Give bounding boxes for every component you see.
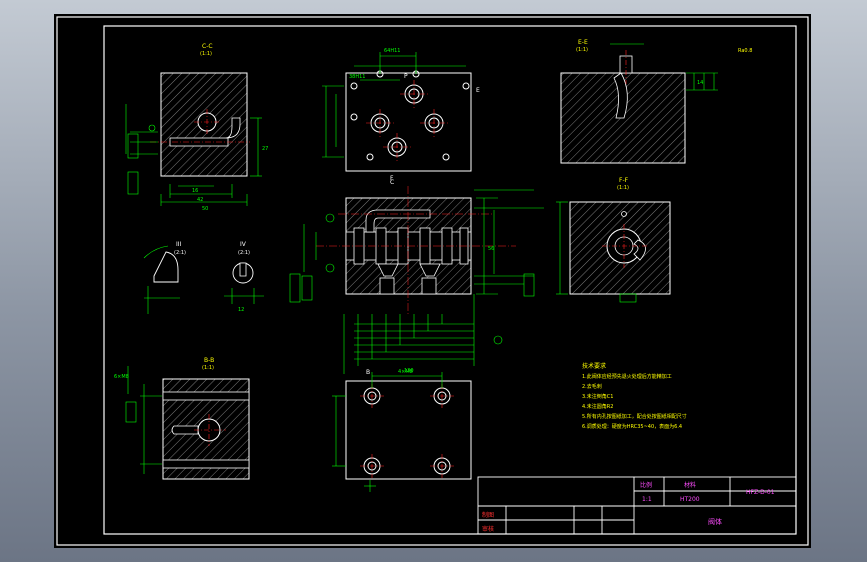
bottom-dim-4xm8: 4×M8: [398, 369, 413, 375]
front-label-f: F: [390, 175, 394, 182]
tb-drawn-label: 制图: [482, 511, 494, 519]
detail-view-iv[interactable]: IV (2:1) 12: [224, 241, 264, 313]
detail-iv-dim-12: 12: [238, 307, 244, 313]
notes-line-1: 1.此阀体应经预先退火处理后方能精加工: [582, 373, 672, 380]
detail-iii-profile: [153, 251, 179, 283]
ff-dimensions: [556, 201, 637, 303]
front-dim-56: 56: [488, 246, 494, 252]
notes-line-6: 6.调质处理：硬度为HRC35~40，表面为6.4: [582, 423, 682, 430]
technical-notes: 技术要求 1.此阀体应经预先退火处理后方能精加工 2.去毛刺 3.未注倒角C1 …: [582, 362, 687, 430]
section-view-ee[interactable]: E-E (1:1) Ra0.8 14: [560, 39, 752, 164]
view-cc-title: C-C: [202, 43, 213, 50]
title-block-grid: [477, 476, 797, 535]
title-block[interactable]: 比例 1:1 材料 HT200 HFZ-D-01 阀体 制图 审核: [477, 476, 797, 535]
top-view-body: [345, 72, 472, 172]
bb-side-slot: [171, 425, 199, 435]
section-view-cc[interactable]: C-C (1:1): [125, 43, 268, 212]
notes-line-2: 2.去毛刺: [582, 383, 602, 390]
section-view-ff[interactable]: F-F (1:1): [556, 177, 671, 303]
tb-drawing-no: HFZ-D-01: [746, 489, 775, 496]
tb-scale-label: 比例: [640, 481, 652, 489]
bottom-label-b: B: [366, 369, 370, 376]
cc-dim-50: 50: [202, 206, 208, 212]
detail-iii-title: III: [176, 241, 182, 248]
front-upper-channel: [365, 209, 431, 233]
inner-frame: [103, 25, 797, 535]
ee-dim-ra: Ra0.8: [738, 48, 752, 54]
detail-iv-title: IV: [240, 241, 247, 248]
top-label-e: E: [476, 87, 480, 94]
bb-dim-6xm8: 6×M8: [114, 374, 129, 380]
tb-part-name: 阀体: [708, 517, 722, 526]
bottom-view[interactable]: B: [332, 369, 472, 492]
top-dim-38h: 38H11: [349, 74, 365, 80]
ee-dim-14: 14: [697, 80, 703, 86]
bottom-view-body: [345, 380, 472, 480]
view-ff-scale: (1:1): [617, 185, 629, 191]
top-dim-64h: 64H11: [384, 48, 400, 54]
tb-scale-value: 1:1: [642, 496, 652, 503]
tb-material-label: 材料: [684, 481, 696, 489]
bottom-dimensions: [332, 372, 443, 492]
top-view-ports: [350, 70, 470, 161]
notes-line-4: 4.未注圆角R2: [582, 403, 613, 410]
front-lower-ports: [377, 263, 441, 295]
bottom-view-holes: [363, 387, 451, 475]
bb-top-channel: [162, 391, 250, 401]
detail-iv-scale: (2:1): [238, 250, 250, 256]
view-ee-scale: (1:1): [576, 47, 588, 53]
view-bb-title: B-B: [204, 357, 214, 364]
front-section-view[interactable]: F: [289, 175, 544, 374]
drawing-canvas[interactable]: C-C (1:1): [54, 14, 811, 548]
front-dim-130: 130: [404, 368, 414, 374]
detail-iv-dims: [224, 288, 264, 304]
top-label-p: P: [404, 73, 408, 80]
bb-dimensions: [125, 366, 162, 474]
view-bb-scale: (1:1): [202, 365, 214, 371]
detail-iii-dims: [143, 245, 180, 314]
cc-dim-27: 27: [262, 146, 268, 152]
detail-iii-scale: (2:1): [174, 250, 186, 256]
notes-title: 技术要求: [582, 362, 606, 370]
top-view[interactable]: 64H11 38H11 P E C: [322, 48, 480, 186]
view-ff-title: F-F: [619, 177, 629, 184]
section-view-bb[interactable]: B-B (1:1) 6×M8: [114, 357, 250, 480]
outer-border: [56, 16, 809, 546]
notes-line-5: 5.所有内孔按图纸加工，配合处按图纸相配尺寸: [582, 413, 687, 420]
cc-dim-42: 42: [197, 197, 203, 203]
ee-dimensions: [610, 43, 718, 91]
ee-curved-channel: [613, 72, 628, 119]
view-ee-title: E-E: [578, 39, 588, 46]
front-dimensions: [289, 189, 544, 374]
drawing-viewport[interactable]: C-C (1:1): [54, 14, 811, 548]
notes-line-3: 3.未注倒角C1: [582, 393, 613, 400]
cc-dim-16: 16: [192, 188, 198, 194]
cc-elbow: [225, 117, 241, 139]
view-cc-scale: (1:1): [200, 51, 212, 57]
tb-checked-label: 审核: [482, 525, 494, 533]
bb-bottom-channel: [162, 459, 250, 469]
top-label-c: C: [390, 179, 394, 186]
detail-view-iii[interactable]: III (2:1): [143, 241, 186, 314]
cc-dimensions: [125, 104, 262, 206]
tb-material-value: HT200: [680, 496, 700, 503]
top-view-dimensions: [322, 52, 466, 158]
